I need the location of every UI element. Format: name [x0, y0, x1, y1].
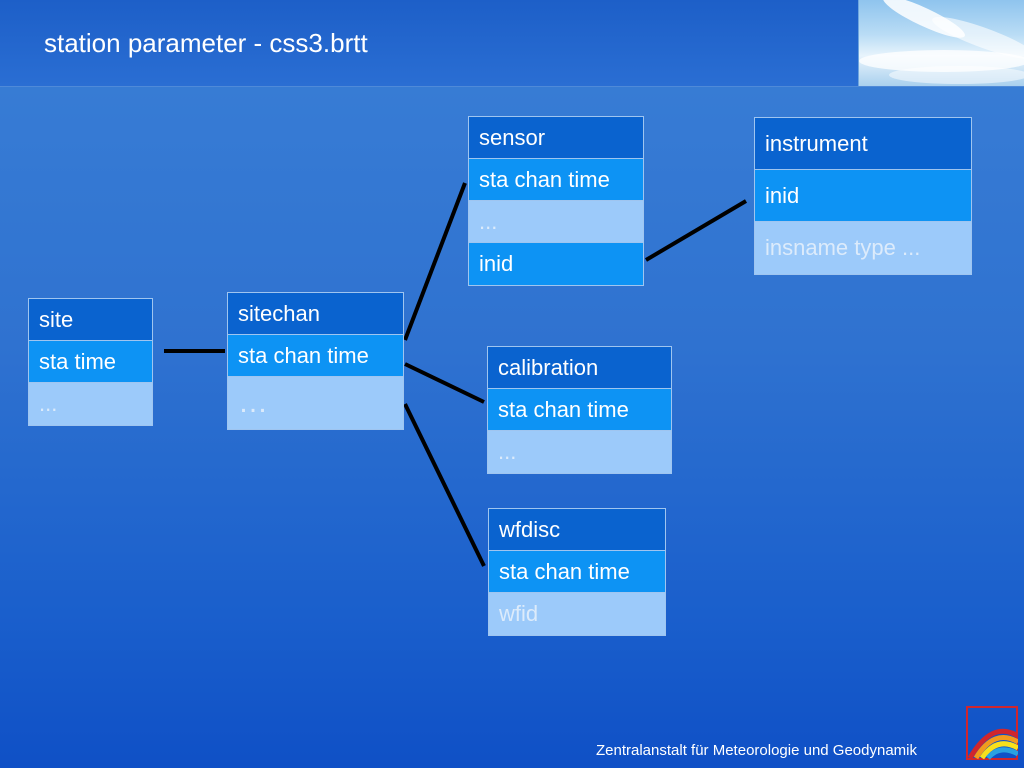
slide-title: station parameter - css3.brtt [44, 28, 368, 58]
table-sitechan: sitechan sta chan time … [227, 292, 404, 430]
table-key-fields: sta chan time [469, 159, 643, 201]
table-name: sitechan [228, 293, 403, 335]
connector-sitechan-sensor [403, 182, 467, 341]
table-key-fields: inid [755, 170, 971, 222]
table-site: site sta time ... [28, 298, 153, 426]
table-key-fields: sta time [29, 341, 152, 383]
connector-sensor-instrument [644, 199, 748, 262]
sky-image [858, 0, 1024, 86]
footer-organization: Zentralanstalt für Meteorologie und Geod… [596, 742, 918, 759]
table-key-fields: sta chan time [489, 551, 665, 593]
table-calibration: calibration sta chan time ... [487, 346, 672, 474]
table-other-fields: … [228, 377, 403, 429]
table-name: site [29, 299, 152, 341]
table-wfdisc: wfdisc sta chan time wfid [488, 508, 666, 636]
table-other-fields: ... [469, 201, 643, 243]
table-other-fields: ... [488, 431, 671, 473]
table-other-fields: insname type ... [755, 222, 971, 274]
table-key-fields: sta chan time [228, 335, 403, 377]
table-sensor: sensor sta chan time ... inid [468, 116, 644, 286]
table-name: calibration [488, 347, 671, 389]
zamg-logo-icon [966, 706, 1018, 760]
table-other-fields: wfid [489, 593, 665, 635]
table-other-fields: ... [29, 383, 152, 425]
table-key-fields: sta chan time [488, 389, 671, 431]
table-name: wfdisc [489, 509, 665, 551]
table-name: instrument [755, 118, 971, 170]
header-bar: station parameter - css3.brtt [0, 0, 1024, 87]
table-instrument: instrument inid insname type ... [754, 117, 972, 275]
table-link-field: inid [469, 243, 643, 285]
connector-sitechan-wfdisc [403, 403, 486, 567]
table-name: sensor [469, 117, 643, 159]
connector-sitechan-calibration [404, 362, 485, 404]
